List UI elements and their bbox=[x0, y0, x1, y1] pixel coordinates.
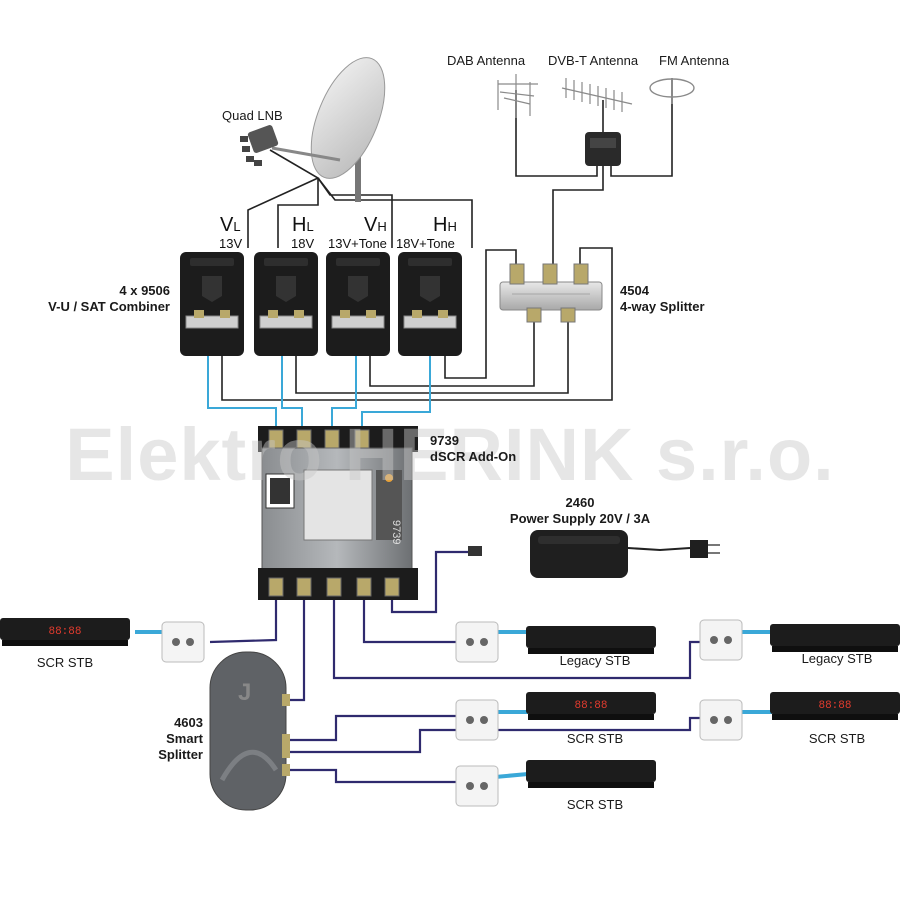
cable-smart-1 bbox=[288, 714, 460, 742]
wall-socket-3 bbox=[699, 619, 743, 661]
four-way-splitter-icon bbox=[499, 263, 603, 323]
cable-out-scr1 bbox=[209, 598, 278, 644]
combiner-model: 4 x 9506 bbox=[119, 283, 170, 298]
smart-splitter-line2: Smart bbox=[166, 731, 203, 746]
cable-blue-1 bbox=[207, 340, 277, 432]
cable-blue-3 bbox=[331, 340, 357, 432]
set-top-boxes: 88:88 88:88 88:88 bbox=[0, 618, 900, 788]
wall-socket-2 bbox=[455, 621, 499, 663]
cable-lnb-hl bbox=[277, 178, 319, 248]
polarity-hl: HL bbox=[292, 214, 314, 236]
stb-label-3: Legacy STB bbox=[801, 651, 873, 666]
voltage-vh: 13V+Tone bbox=[328, 236, 387, 251]
smart-splitter-icon: J bbox=[209, 651, 290, 811]
satellite-dish-icon bbox=[271, 57, 386, 202]
smart-splitter-line3: Splitter bbox=[158, 747, 203, 762]
wall-socket-1 bbox=[161, 621, 205, 663]
cable-blue-4 bbox=[361, 340, 431, 432]
set-top-box-2 bbox=[526, 626, 656, 654]
cable-fm bbox=[610, 102, 673, 177]
wall-sockets bbox=[161, 619, 743, 807]
cable-to-splitter bbox=[552, 166, 604, 268]
cable-split-1 bbox=[444, 249, 517, 379]
stb-display-4: 88:88 bbox=[574, 700, 607, 712]
polarity-hh: HH bbox=[433, 214, 457, 236]
stb-label-4: SCR STB bbox=[566, 731, 624, 746]
polarity-vh: VH bbox=[364, 214, 387, 236]
cable-out-legacy1 bbox=[362, 598, 460, 644]
set-top-box-1: 88:88 bbox=[0, 618, 130, 646]
stb-label-2: Legacy STB bbox=[559, 653, 631, 668]
output-cables bbox=[209, 550, 712, 784]
fm-antenna-label: FM Antenna bbox=[659, 53, 730, 68]
dscr-addon-device: 9739 bbox=[258, 426, 418, 600]
set-top-box-4: 88:88 bbox=[526, 692, 656, 720]
cable-blue-2 bbox=[281, 340, 303, 432]
dab-antenna-icon bbox=[497, 74, 538, 118]
black-cables bbox=[221, 90, 691, 552]
dvbt-antenna-icon bbox=[561, 78, 633, 112]
dvbt-antenna-label: DVB-T Antenna bbox=[548, 53, 639, 68]
stb-label-1: SCR STB bbox=[36, 655, 94, 670]
cable-power-mains bbox=[627, 547, 691, 552]
lnb-label: Quad LNB bbox=[222, 108, 283, 123]
wall-socket-4 bbox=[455, 699, 499, 741]
wall-socket-5 bbox=[699, 699, 743, 741]
splitter4-model: 4504 bbox=[620, 283, 649, 298]
cable-smart-3 bbox=[288, 768, 460, 784]
sat-combiner-1 bbox=[180, 252, 244, 356]
cable-out-legacy2 bbox=[332, 598, 712, 680]
sat-combiner-2 bbox=[254, 252, 318, 356]
set-top-box-3 bbox=[770, 624, 900, 652]
stb-display-5: 88:88 bbox=[818, 700, 851, 712]
cable-smart-2 bbox=[288, 716, 708, 754]
cable-lnb-vl bbox=[247, 149, 320, 248]
cable-lnb-hh bbox=[317, 177, 473, 248]
cable-dab bbox=[515, 90, 598, 177]
combiner-name: V-U / SAT Combiner bbox=[48, 299, 170, 314]
set-top-box-6 bbox=[526, 760, 656, 788]
sat-combiner-3 bbox=[326, 252, 390, 356]
dscr-device-text: 9739 bbox=[390, 520, 402, 544]
cable-out-smart bbox=[290, 598, 306, 702]
set-top-box-5: 88:88 bbox=[770, 692, 900, 720]
voltage-hl: 18V bbox=[291, 236, 315, 251]
cable-split-2 bbox=[369, 316, 535, 387]
voltage-vl: 13V bbox=[219, 236, 243, 251]
stb-display-1: 88:88 bbox=[48, 626, 81, 638]
sat-combiner-4 bbox=[398, 252, 462, 356]
dscr-model: 9739 bbox=[430, 433, 459, 448]
voltage-hh: 18V+Tone bbox=[396, 236, 455, 251]
smart-splitter-model: 4603 bbox=[174, 715, 203, 730]
power-name: Power Supply 20V / 3A bbox=[509, 511, 651, 526]
stb-label-6: SCR STB bbox=[566, 797, 624, 812]
antenna-combiner-box bbox=[585, 132, 621, 166]
power-supply-icon bbox=[468, 530, 720, 578]
splitter4-name: 4-way Splitter bbox=[620, 299, 705, 314]
quad-lnb-icon bbox=[240, 125, 279, 166]
svg-text:J: J bbox=[238, 679, 251, 706]
dscr-name: dSCR Add-On bbox=[430, 449, 517, 464]
fm-antenna-icon bbox=[649, 78, 695, 104]
cable-split-3 bbox=[295, 316, 569, 394]
sat-combiners bbox=[180, 252, 462, 356]
power-model: 2460 bbox=[565, 495, 595, 510]
dab-antenna-label: DAB Antenna bbox=[447, 53, 526, 68]
cable-split-4 bbox=[221, 247, 613, 401]
wall-socket-6 bbox=[455, 765, 499, 807]
stb-label-5: SCR STB bbox=[808, 731, 866, 746]
cable-dc-power bbox=[390, 550, 472, 614]
polarity-vl: VL bbox=[220, 214, 241, 236]
